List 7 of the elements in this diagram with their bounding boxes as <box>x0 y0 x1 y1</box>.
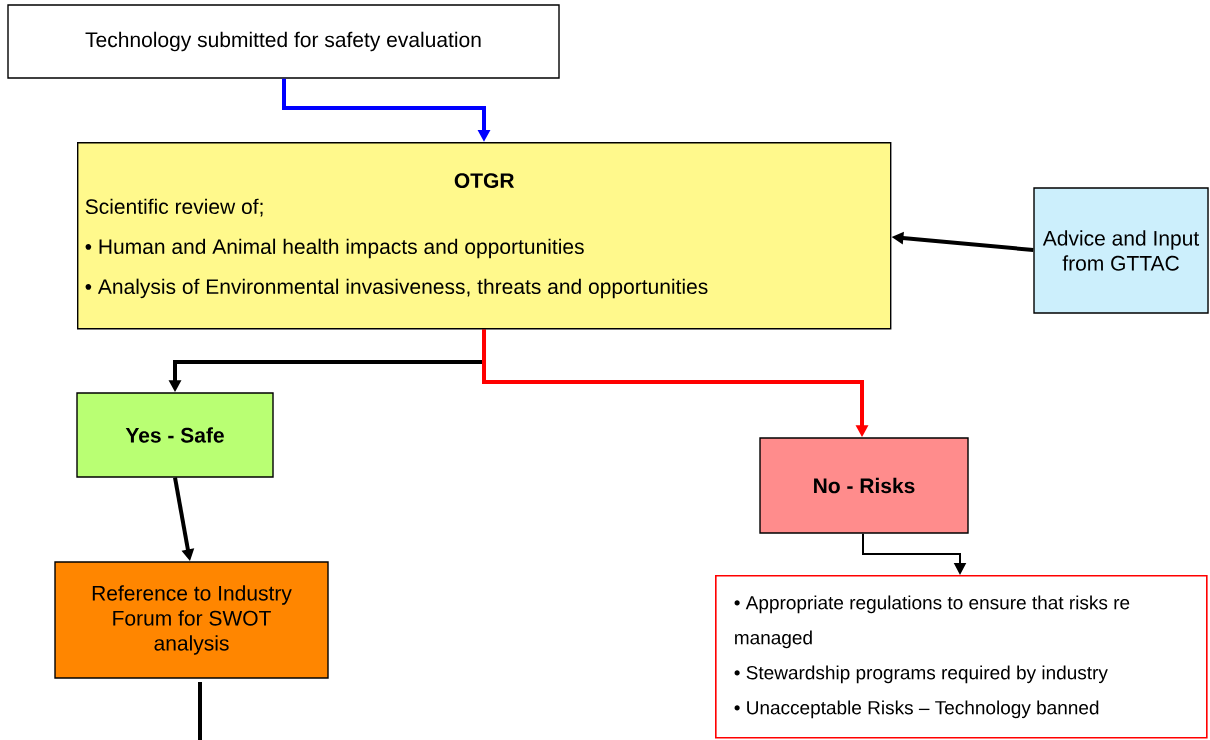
process-box: Technology submitted for safety evaluation <box>7 4 560 79</box>
decision-box: Yes - Safe <box>76 392 274 478</box>
decision-box: No - Risks <box>759 437 969 534</box>
process-box: Reference to Industry Forum for SWOT analysis <box>54 561 329 679</box>
input-box: Advice and Input from GTTAC <box>1033 187 1209 314</box>
outcome-box: • Appropriate regulations to ensure that risks re managed • Stewardship programs required by industry • Unacceptable Risks – Technology banned <box>715 575 1208 739</box>
review-box: OTGR Scientific review of; • Human and Animal health impacts and opportunities • Analysis of Environmental invasiveness, threats and opportunities <box>77 142 892 330</box>
